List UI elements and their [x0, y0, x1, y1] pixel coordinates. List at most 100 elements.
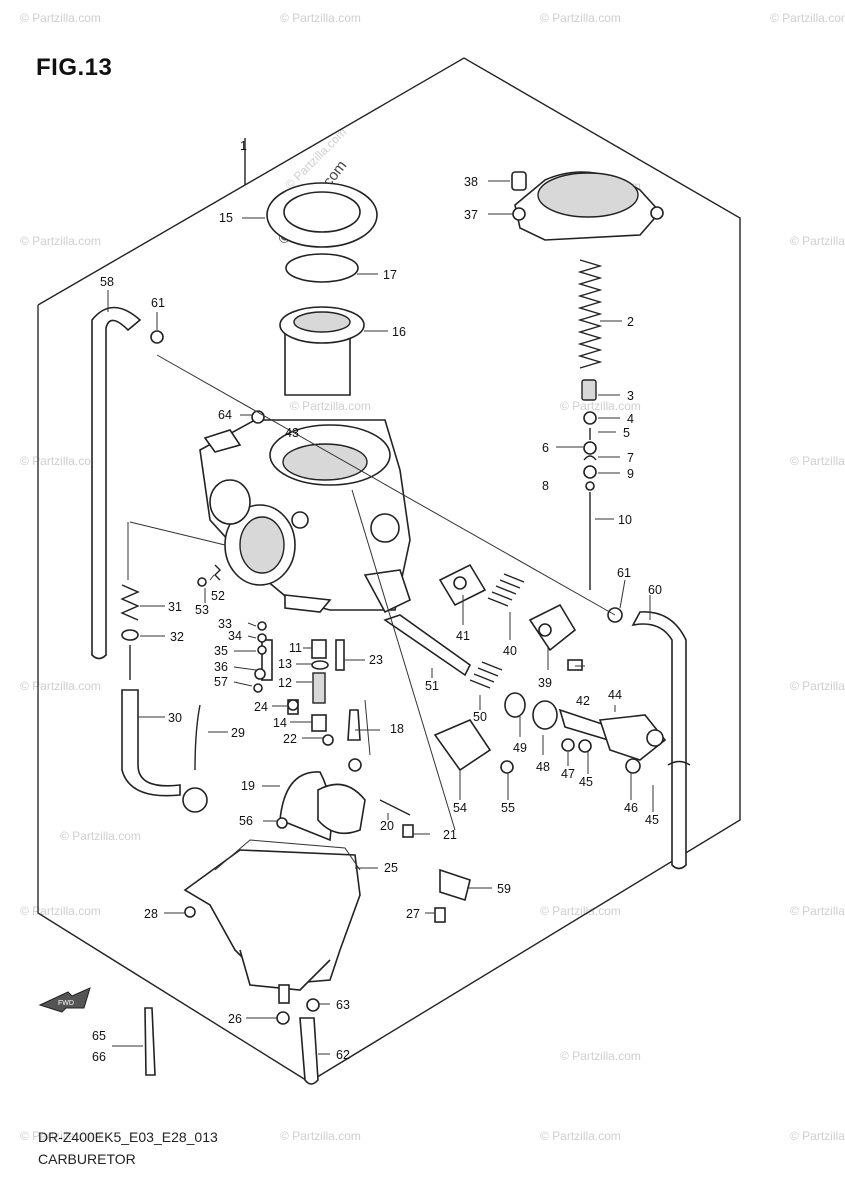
callout-45b: 45: [645, 813, 659, 827]
callout-24: 24: [254, 700, 268, 714]
watermark: © Partzilla.com: [20, 234, 101, 248]
callout-17: 17: [383, 268, 397, 282]
watermark: © Partzilla.com: [790, 234, 845, 248]
callout-27: 27: [406, 907, 420, 921]
callout-44: 44: [608, 688, 622, 702]
callout-38: 38: [464, 175, 478, 189]
callout-66: 66: [92, 1050, 106, 1064]
watermark: © Partzilla.com: [790, 904, 845, 918]
watermark: © Partzilla.com: [280, 11, 361, 25]
throttle-shaft: [383, 614, 667, 774]
callout-60: 60: [648, 583, 662, 597]
callout-12: 12: [278, 676, 292, 690]
watermark: © Partzilla.com: [20, 904, 101, 918]
carburetor-body: [199, 419, 411, 614]
callout-22: 22: [283, 732, 297, 746]
callout-18: 18: [390, 722, 404, 736]
callout-7: 7: [627, 451, 634, 465]
callout-6: 6: [542, 441, 549, 455]
figure-title: FIG.13: [36, 54, 113, 81]
callout-63: 63: [336, 998, 350, 1012]
watermark: © Partzilla.com: [20, 679, 101, 693]
callout-1: 1: [240, 139, 247, 153]
callout-25: 25: [384, 861, 398, 875]
callout-5: 5: [623, 426, 630, 440]
forward-direction-arrow: FWD: [38, 987, 91, 1013]
callout-31: 31: [168, 600, 182, 614]
assembly-outline: [37, 57, 741, 1083]
watermark: © Partzilla.com: [60, 829, 141, 843]
callout-23: 23: [369, 653, 383, 667]
callout-36: 36: [214, 660, 228, 674]
callout-29: 29: [231, 726, 245, 740]
top-cap-assembly: [511, 171, 664, 590]
watermark: © Partzilla.com: [770, 11, 845, 25]
callout-58: 58: [100, 275, 114, 289]
callout-64: 64: [218, 408, 232, 422]
callout-50: 50: [473, 710, 487, 724]
callout-33: 33: [218, 617, 232, 631]
watermark: © Partzilla.com: [560, 1049, 641, 1063]
float: [279, 771, 366, 842]
watermark: © Partzilla.com: [790, 1129, 845, 1143]
fwd-arrow-label: FWD: [58, 1000, 74, 1007]
callout-45a: 45: [579, 775, 593, 789]
callout-16: 16: [392, 325, 406, 339]
callout-15: 15: [219, 211, 233, 225]
callout-4: 4: [627, 412, 634, 426]
callout-8: 8: [542, 479, 549, 493]
callout-56: 56: [239, 814, 253, 828]
callout-37: 37: [464, 208, 478, 222]
watermark: © Partzilla.com: [790, 454, 845, 468]
drain-hose: [299, 1017, 319, 1085]
float-bowl: [183, 839, 361, 1025]
callout-46: 46: [624, 801, 638, 815]
callout-26: 26: [228, 1012, 242, 1026]
callout-3: 3: [627, 389, 634, 403]
callout-65: 65: [92, 1029, 106, 1043]
callout-35: 35: [214, 644, 228, 658]
callout-21: 21: [443, 828, 457, 842]
callout-55: 55: [501, 801, 515, 815]
accelerator-pump: [433, 563, 583, 774]
callout-9: 9: [627, 467, 634, 481]
assembly-name: CARBURETOR: [38, 1151, 136, 1167]
callout-48: 48: [536, 760, 550, 774]
callout-2: 2: [627, 315, 634, 329]
callout-62: 62: [336, 1048, 350, 1062]
watermark: © Partzilla.com: [20, 1129, 101, 1143]
callout-59: 59: [497, 882, 511, 896]
pilot-screw-assembly: [120, 584, 208, 813]
callout-61b: 61: [617, 566, 631, 580]
leader-lines: [107, 180, 654, 1055]
callout-43: 43: [285, 426, 299, 440]
callout-labels: 1 2 3 4 5 6 7 8 9 10 11 12 13 14 15 16 1…: [92, 139, 662, 1064]
callout-34: 34: [228, 629, 242, 643]
model-code: DR-Z400EK5_E03_E28_013: [38, 1129, 218, 1145]
watermark: © Partzilla.com: [290, 399, 371, 413]
diaphragm-slide-assembly: [266, 182, 378, 396]
watermark: © Partzilla.com: [560, 399, 641, 413]
callout-19: 19: [241, 779, 255, 793]
callout-47: 47: [561, 767, 575, 781]
callout-51: 51: [425, 679, 439, 693]
vent-hose-right: [631, 611, 691, 870]
callout-41: 41: [456, 629, 470, 643]
callout-61a: 61: [151, 296, 165, 310]
hose-clip: [144, 1007, 156, 1076]
callout-52: 52: [211, 589, 225, 603]
callout-53: 53: [195, 603, 209, 617]
callout-39: 39: [538, 676, 552, 690]
callout-10: 10: [618, 513, 632, 527]
watermark: © Partzilla.com: [790, 679, 845, 693]
watermark: © Partzilla.com: [540, 11, 621, 25]
watermark-layer: © Partzilla.com © Partzilla.com © Partzi…: [20, 11, 845, 1143]
callout-11: 11: [289, 641, 302, 655]
callout-57: 57: [214, 675, 228, 689]
watermark: © Partzilla.com: [540, 904, 621, 918]
callout-42: 42: [576, 694, 590, 708]
misc-small-parts: [150, 330, 623, 1012]
watermark: © Partzilla.com: [280, 1129, 361, 1143]
vent-hose-left: [91, 306, 142, 660]
callout-14: 14: [273, 716, 287, 730]
